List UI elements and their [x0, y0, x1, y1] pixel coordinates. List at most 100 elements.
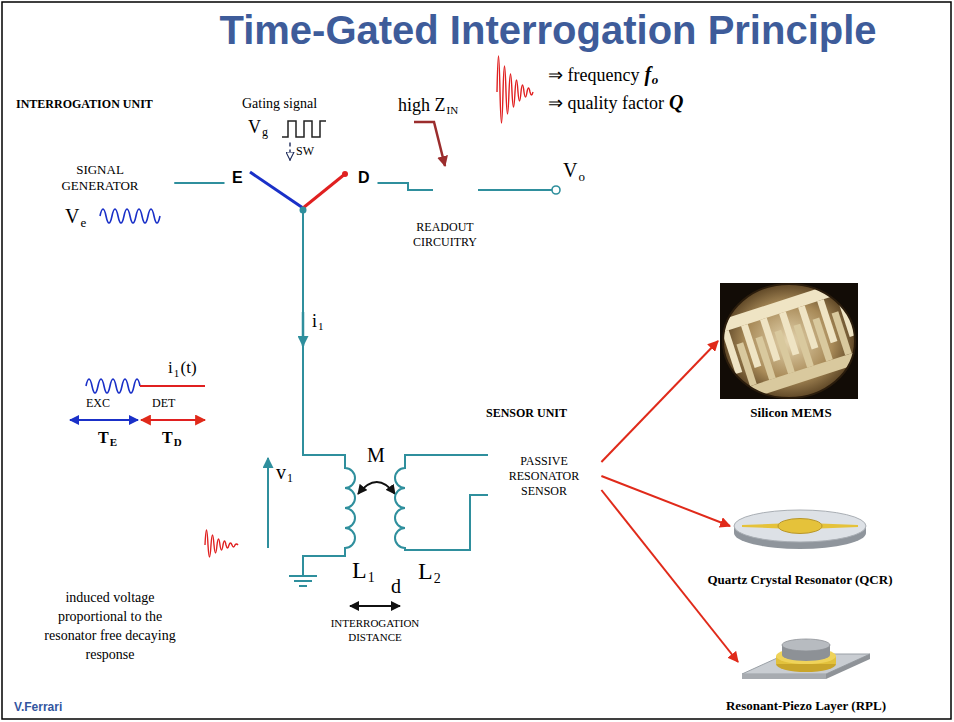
mutual-inductance-arrow [358, 482, 395, 494]
coil-label: L [352, 557, 367, 583]
mems-photo-part-part-part [756, 336, 776, 380]
label-wrap: induced voltage proportional to the reso… [44, 588, 176, 664]
mems-photo-part [723, 284, 855, 398]
high-impedance-arrow-part [414, 122, 445, 166]
label-wrap: o [578, 169, 585, 185]
current-timing-waveform-part [86, 379, 140, 393]
induced-decay-wave-part [205, 530, 238, 557]
switch-blades-part [250, 172, 303, 208]
gating-square-wave [282, 121, 326, 137]
output-note: ⇒ frequency [548, 65, 639, 85]
signal-name: V [563, 159, 577, 181]
connector-layer [174, 143, 738, 663]
interrogation-unit-panel-text-wrap: INTERROGATION UNIT [16, 97, 153, 111]
qcr-disk-part [734, 510, 866, 542]
time-label: T [98, 429, 109, 446]
output-note: ⇒ quality factor [548, 93, 664, 113]
symbol: f [644, 63, 651, 85]
mems-photo-part-part-part [794, 324, 814, 368]
rpl-device-part [782, 639, 830, 651]
primary-coil-circuit-part [267, 458, 269, 548]
gating-control-line [289, 143, 290, 161]
subscript: 1 [174, 367, 180, 379]
label-wrap: o [652, 72, 659, 88]
subscript: 1 [287, 471, 293, 485]
primary-coil-circuit [268, 212, 355, 586]
mems-photo-part [696, 275, 884, 407]
label-wrap: M [367, 443, 385, 467]
label-wrap: 2 [434, 570, 441, 587]
mutual-inductance-arrow-part [358, 482, 395, 494]
readout-amplifier-text-wrap: READOUT CIRCUITRY [398, 220, 492, 250]
label-wrap: i [168, 358, 173, 378]
rpl-node: Resonant-Piezo Layer (RPL) [686, 630, 926, 718]
subscript: o [578, 169, 585, 184]
qcr-node: Quartz Crystal Resonator (QCR) [700, 498, 900, 590]
label-wrap: ⇒ quality factor [548, 92, 664, 114]
qcr-disk-part [820, 524, 858, 529]
phase-label: DET [152, 396, 175, 410]
signal-generator-box-text: V [65, 205, 79, 227]
label-wrap: ⇒ frequency [548, 64, 639, 86]
subscript: E [110, 436, 117, 448]
switch-box-text-wrap: SW [296, 144, 314, 158]
label-wrap: V.Ferrari [14, 700, 62, 714]
box-outline [241, 115, 332, 143]
qcr-disk-part [778, 519, 822, 534]
label-wrap: high Z [398, 94, 446, 116]
signal-name: (t) [181, 358, 197, 377]
passive-resonator-box-text-wrap: PASSIVE RESONATOR SENSOR [499, 454, 589, 499]
mems-node: Silicon MEMS [712, 283, 870, 423]
mems-node-text: Silicon MEMS [712, 405, 870, 421]
label-wrap: i [312, 310, 317, 332]
rpl-device-part [742, 674, 826, 679]
gating-signal-box-text: g [262, 125, 268, 139]
generator-sine-wave [100, 209, 160, 223]
sensor-unit-panel-text-wrap: SENSOR UNIT [486, 406, 567, 420]
signal-generator-box-text: e [80, 215, 86, 230]
output-wire-part [552, 186, 560, 194]
primary-coil-circuit-part [302, 312, 305, 346]
time-label: T [162, 429, 173, 446]
switch-blades-part [342, 171, 348, 177]
readout-amplifier: READOUT CIRCUITRY [398, 164, 492, 256]
dimension-label: d [391, 575, 401, 597]
label-wrap: EXC [86, 396, 110, 410]
label-wrap: d [391, 574, 401, 598]
sensor-unit-panel: SENSOR UNIT PASSIVE RESONATOR SENSOR [380, 400, 620, 590]
passive-resonator-box: PASSIVE RESONATOR SENSOR [488, 440, 600, 512]
rpl-node-text-wrap: Resonant-Piezo Layer (RPL) [686, 698, 926, 714]
label-wrap: T [98, 428, 109, 447]
amplifier-symbol [433, 166, 478, 214]
switch-box-text: SW [296, 144, 314, 158]
primary-coil-circuit-part [303, 212, 355, 576]
secondary-coil-circuit-part [395, 455, 488, 550]
signal-generator-box-text: SIGNAL GENERATOR [45, 162, 155, 194]
label-wrap: IN [447, 104, 459, 117]
switch-box: SWED [224, 144, 378, 212]
qcr-disk [734, 510, 866, 549]
signal-wire [378, 183, 434, 190]
gating-signal-box-text: V [248, 117, 261, 137]
subscript: 1 [368, 570, 375, 585]
output-wire [478, 186, 560, 194]
label-wrap: L [418, 557, 433, 586]
sensor-unit-panel-text: SENSOR UNIT [486, 406, 567, 420]
output-wire-part [478, 189, 552, 191]
sensor-type-arrow [601, 476, 730, 526]
switch-box-text: D [358, 169, 370, 186]
label-wrap: 1 [318, 320, 324, 333]
subscript: 1 [318, 320, 324, 332]
label-wrap: 1 [287, 471, 293, 485]
gating-signal-box: Gating signalVg [238, 95, 334, 143]
high-impedance-arrow [414, 122, 445, 166]
switch-box-text-wrap: D [358, 168, 370, 187]
label-wrap: 1 [368, 569, 375, 586]
qcr-node-text-wrap: Quartz Crystal Resonator (QCR) [700, 572, 900, 588]
phase-label: EXC [86, 396, 110, 410]
gating-signal-box-text-wrap: Gating signal [242, 95, 317, 112]
switch-blades [250, 171, 348, 214]
mems-node-text-wrap: Silicon MEMS [712, 405, 870, 421]
